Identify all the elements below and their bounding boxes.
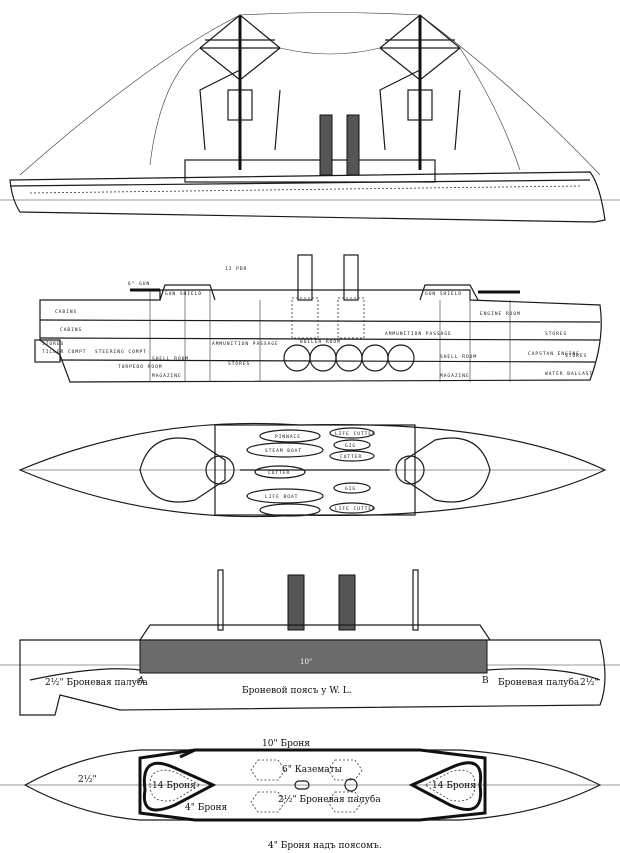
fore-barbette bbox=[139, 437, 226, 503]
top-armor-label: 10" Броня bbox=[262, 739, 310, 749]
label-cabins: CABINS bbox=[55, 309, 77, 315]
label-tiller-compt: TILLER COMPT bbox=[42, 349, 87, 355]
portholes bbox=[29, 185, 581, 194]
bulkheads bbox=[149, 290, 511, 382]
left-armored-deck-label: 2½" Броневая палуба bbox=[45, 677, 148, 688]
left-barbette-label: 14 Броня bbox=[152, 781, 196, 791]
belt-thickness-label: 10" bbox=[300, 658, 312, 666]
label-magazine: MAGAZINE bbox=[152, 373, 182, 379]
label-12pdr: 12 PDR bbox=[225, 266, 247, 272]
main-mast bbox=[379, 14, 461, 170]
label-magazine: MAGAZINE bbox=[440, 373, 470, 379]
boats bbox=[246, 427, 375, 517]
label-ammunition-passage: AMMUNITION PASSAGE bbox=[212, 341, 279, 347]
label-gig: GIG bbox=[345, 486, 356, 492]
aft-barbette-armor bbox=[408, 761, 483, 811]
armor-profile-view: 10" 2½" Броневая палуба A B Броневая пал… bbox=[0, 569, 620, 716]
end-thickness-label: 2½" bbox=[78, 774, 97, 785]
label-pinnace: PINNACE bbox=[275, 434, 301, 440]
label-life-boat: LIFE BOAT bbox=[265, 494, 298, 500]
armor-hull bbox=[19, 639, 606, 716]
armor-plan-view: 10" Броня 6" Казематы 14 Броня 14 Броня … bbox=[0, 739, 620, 851]
right-barbette-label: 14 Броня bbox=[432, 781, 476, 791]
armored-deck-label: 2½" Броневая палуба bbox=[278, 794, 381, 805]
label-capstan-engine: CAPSTAN ENGINE bbox=[528, 351, 580, 357]
bulkhead-armor-label: 4" Броня bbox=[185, 803, 228, 813]
fore-barbette-armor bbox=[142, 761, 217, 812]
armor-funnel bbox=[338, 574, 356, 631]
inboard-labels: CABINS CABINS STORES TILLER COMPT STEERI… bbox=[42, 266, 593, 379]
label-water-ballast: WATER BALLAST bbox=[545, 371, 593, 377]
label-shell-room: SHELL ROOM bbox=[152, 356, 189, 362]
inboard-profile-view: CABINS CABINS STORES TILLER COMPT STEERI… bbox=[34, 254, 602, 383]
fore-gun-shield bbox=[159, 284, 216, 301]
label-stores: STORES bbox=[228, 361, 250, 367]
label-stores: STORES bbox=[565, 353, 587, 359]
label-ammunition-passage: AMMUNITION PASSAGE bbox=[385, 331, 452, 337]
aft-gun-shield bbox=[419, 284, 479, 301]
label-engine-room: ENGINE ROOM bbox=[480, 311, 521, 317]
label-life-cutter: LIFE CUTTER bbox=[335, 506, 376, 512]
label-6in-gun: 6" GUN bbox=[128, 281, 150, 287]
boilers bbox=[283, 344, 415, 372]
label-gun-shield: GUN SHIELD bbox=[165, 291, 202, 297]
label-life-cutter: LIFE CUTTER bbox=[335, 431, 376, 437]
casemates-label: 6" Казематы bbox=[282, 765, 342, 775]
fore-mast-stump bbox=[217, 569, 224, 631]
rigging bbox=[19, 12, 601, 176]
belt-waterline-label: Броневой поясъ у W. L. bbox=[242, 686, 352, 696]
label-stores: STORES bbox=[42, 341, 64, 347]
armor-belt bbox=[139, 639, 488, 674]
label-stores: STORES bbox=[545, 331, 567, 337]
label-boiler-room: BOILER ROOM bbox=[300, 339, 341, 345]
label-cabins: CABINS bbox=[60, 327, 82, 333]
armor-funnel bbox=[287, 574, 305, 631]
marker-b: B bbox=[482, 676, 489, 686]
main-mast-stump bbox=[412, 569, 419, 631]
inboard-funnels bbox=[291, 254, 365, 339]
aft-barbette bbox=[404, 437, 491, 503]
label-gun-shield: GUN SHIELD bbox=[425, 291, 462, 297]
deck-superstructure bbox=[214, 424, 416, 516]
label-cutter: CUTTER bbox=[340, 454, 362, 460]
funnels bbox=[319, 114, 360, 176]
marker-a: A bbox=[137, 676, 145, 686]
label-cutter: CUTTER bbox=[268, 470, 290, 476]
label-steering-compt: STEERING COMPT bbox=[95, 349, 147, 355]
right-armored-deck-label: Броневая палуба bbox=[498, 677, 580, 688]
profile-superstructure bbox=[184, 159, 436, 183]
label-torpedo-room: TORPEDO ROOM bbox=[118, 364, 163, 370]
label-steam-boat: STEAM BOAT bbox=[265, 448, 302, 454]
citadel bbox=[138, 748, 487, 822]
deck-plan-labels: CUTTER CUTTER STEAM BOAT PINNACE LIFE BO… bbox=[265, 431, 376, 512]
label-gig: GIG bbox=[345, 443, 356, 449]
right-thickness-label: 2½" bbox=[580, 677, 599, 688]
external-profile-view bbox=[0, 12, 620, 223]
deck-plan-view: CUTTER CUTTER STEAM BOAT PINNACE LIFE BO… bbox=[18, 422, 607, 518]
bottom-armor-label: 4" Броня надъ поясомъ. bbox=[268, 841, 382, 851]
fore-mast bbox=[199, 14, 281, 170]
label-shell-room: SHELL ROOM bbox=[440, 354, 477, 360]
profile-hull bbox=[9, 171, 606, 223]
